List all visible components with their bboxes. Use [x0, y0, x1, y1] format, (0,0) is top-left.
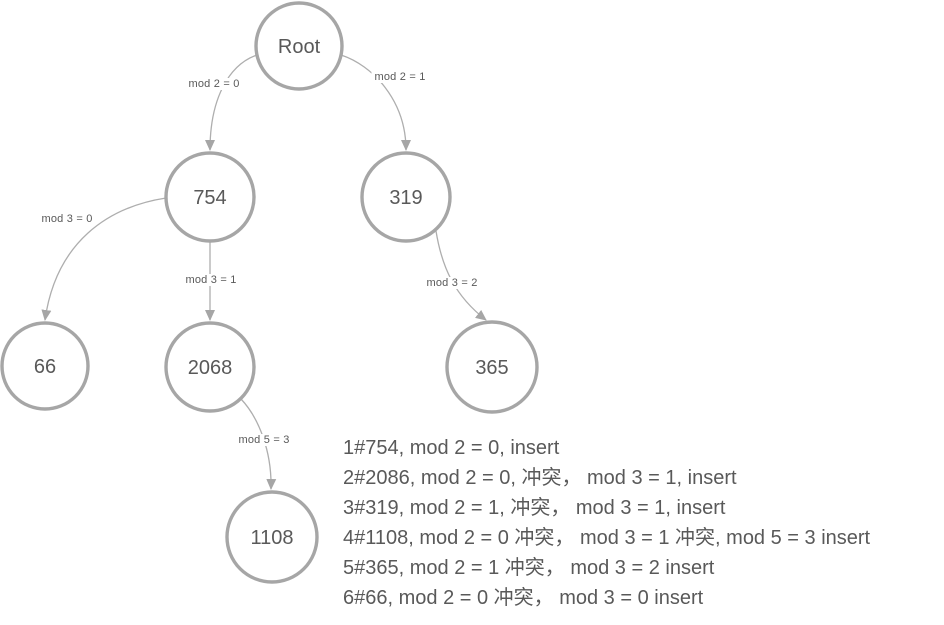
- node-label: Root: [278, 36, 321, 58]
- edge-label-root-754: mod 2 = 0: [185, 78, 243, 90]
- tree-node-root: Root: [254, 1, 344, 91]
- log-line-3: 3#319, mod 2 = 1, 冲突， mod 3 = 1, insert: [343, 497, 726, 519]
- node-label: 2068: [188, 357, 233, 379]
- node-circle: [360, 151, 452, 243]
- edge-label-754-66: mod 3 = 0: [38, 213, 96, 225]
- node-label: 319: [389, 187, 422, 209]
- tree-node-1108: 1108: [225, 490, 319, 584]
- log-line-4: 4#1108, mod 2 = 0 冲突， mod 3 = 1 冲突, mod …: [343, 527, 871, 549]
- node-circle: [164, 321, 256, 413]
- edge-label-754-2068: mod 3 = 1: [182, 274, 240, 286]
- node-circle: [445, 320, 539, 414]
- node-label: 365: [475, 357, 508, 379]
- node-label: 66: [34, 356, 56, 378]
- edge-754-66: [41, 197, 167, 321]
- edge-label-root-319: mod 2 = 1: [371, 71, 429, 83]
- edge-319-365: [435, 230, 487, 321]
- log-line-2: 2#2086, mod 2 = 0, 冲突， mod 3 = 1, insert: [343, 467, 737, 489]
- node-circle: [0, 321, 90, 411]
- tree-node-319: 319: [360, 151, 452, 243]
- node-label: 754: [193, 187, 226, 209]
- log-line-6: 6#66, mod 2 = 0 冲突， mod 3 = 0 insert: [343, 587, 704, 609]
- edge-root-319: [340, 54, 411, 151]
- node-label: 1108: [250, 527, 293, 549]
- insert-log: 1#754, mod 2 = 0, insert 2#2086, mod 2 = …: [343, 433, 870, 613]
- edge-label-319-365: mod 3 = 2: [423, 277, 481, 289]
- tree-node-2068: 2068: [164, 321, 256, 413]
- node-circle: [254, 1, 344, 91]
- tree-node-66: 66: [0, 321, 90, 411]
- edge-root-754: [205, 54, 258, 151]
- log-line-1: 1#754, mod 2 = 0, insert: [343, 437, 560, 459]
- log-line-5: 5#365, mod 2 = 1 冲突， mod 3 = 2 insert: [343, 557, 715, 579]
- node-circle: [225, 490, 319, 584]
- tree-node-754: 754: [164, 151, 256, 243]
- node-circle: [164, 151, 256, 243]
- edge-label-2068-1108: mod 5 = 3: [235, 434, 293, 446]
- tree-node-365: 365: [445, 320, 539, 414]
